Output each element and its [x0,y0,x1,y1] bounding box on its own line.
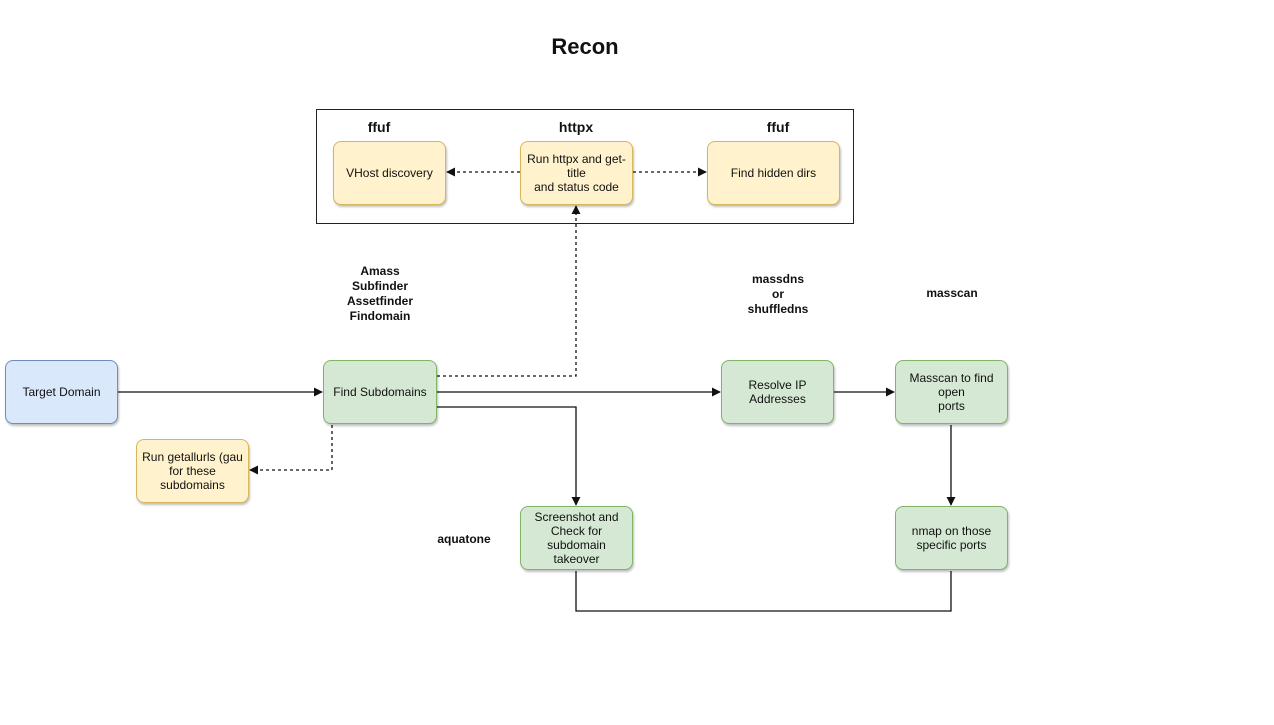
tool-label-masscan: masscan [926,286,978,300]
edge-subdomains-to-httpx [437,205,581,377]
node-masscan-ports[interactable]: Masscan to find open ports [895,360,1008,424]
http-probing-group [316,109,854,224]
node-resolve-ip[interactable]: Resolve IP Addresses [721,360,834,424]
edge-screenshot-nmap-join [575,571,952,612]
node-find-hidden-dirs[interactable]: Find hidden dirs [707,141,840,205]
tool-label-ffuf-dirs: ffuf [766,119,790,135]
node-screenshot-takeover[interactable]: Screenshot and Check for subdomain takeo… [520,506,633,570]
tool-label-dns-resolvers: massdns or shuffledns [747,272,809,316]
edge-subdomains-to-getallurls [249,425,333,475]
node-find-subdomains[interactable]: Find Subdomains [323,360,437,424]
node-run-getallurls[interactable]: Run getallurls (gau for these subdomains [136,439,249,503]
tool-label-httpx: httpx [558,119,594,135]
tool-label-ffuf-vhost: ffuf [367,119,391,135]
node-nmap-ports[interactable]: nmap on those specific ports [895,506,1008,570]
edge-subdomains-to-screenshot [437,406,581,506]
diagram-title: Recon [551,34,619,59]
tool-label-aquatone: aquatone [437,532,491,546]
node-target-domain[interactable]: Target Domain [5,360,118,424]
node-run-httpx[interactable]: Run httpx and get-title and status code [520,141,633,205]
node-vhost-discovery[interactable]: VHost discovery [333,141,446,205]
tool-label-subdomain-tools: Amass Subfinder Assetfinder Findomain [346,264,414,323]
